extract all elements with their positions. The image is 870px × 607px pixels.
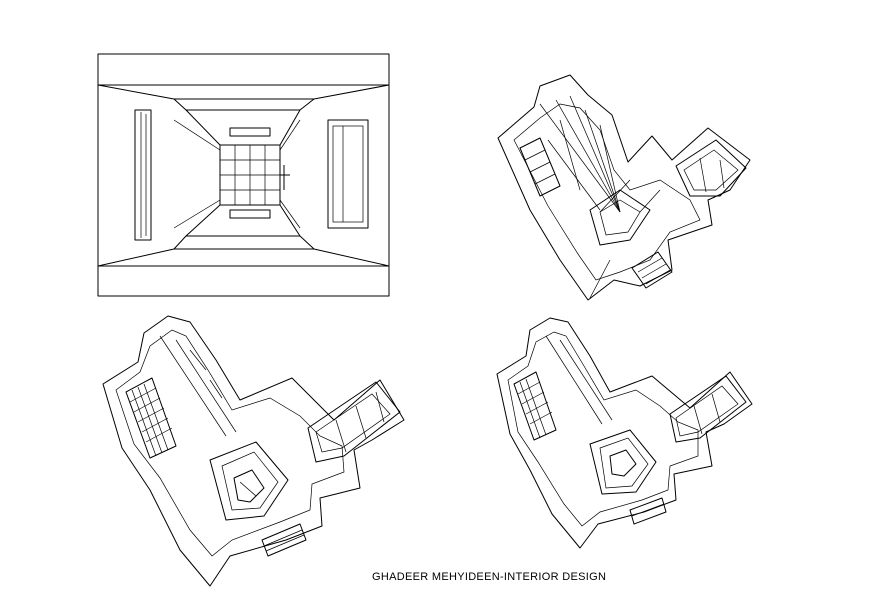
designer-credit: GHADEER MEHYIDEEN-INTERIOR DESIGN — [372, 571, 607, 583]
